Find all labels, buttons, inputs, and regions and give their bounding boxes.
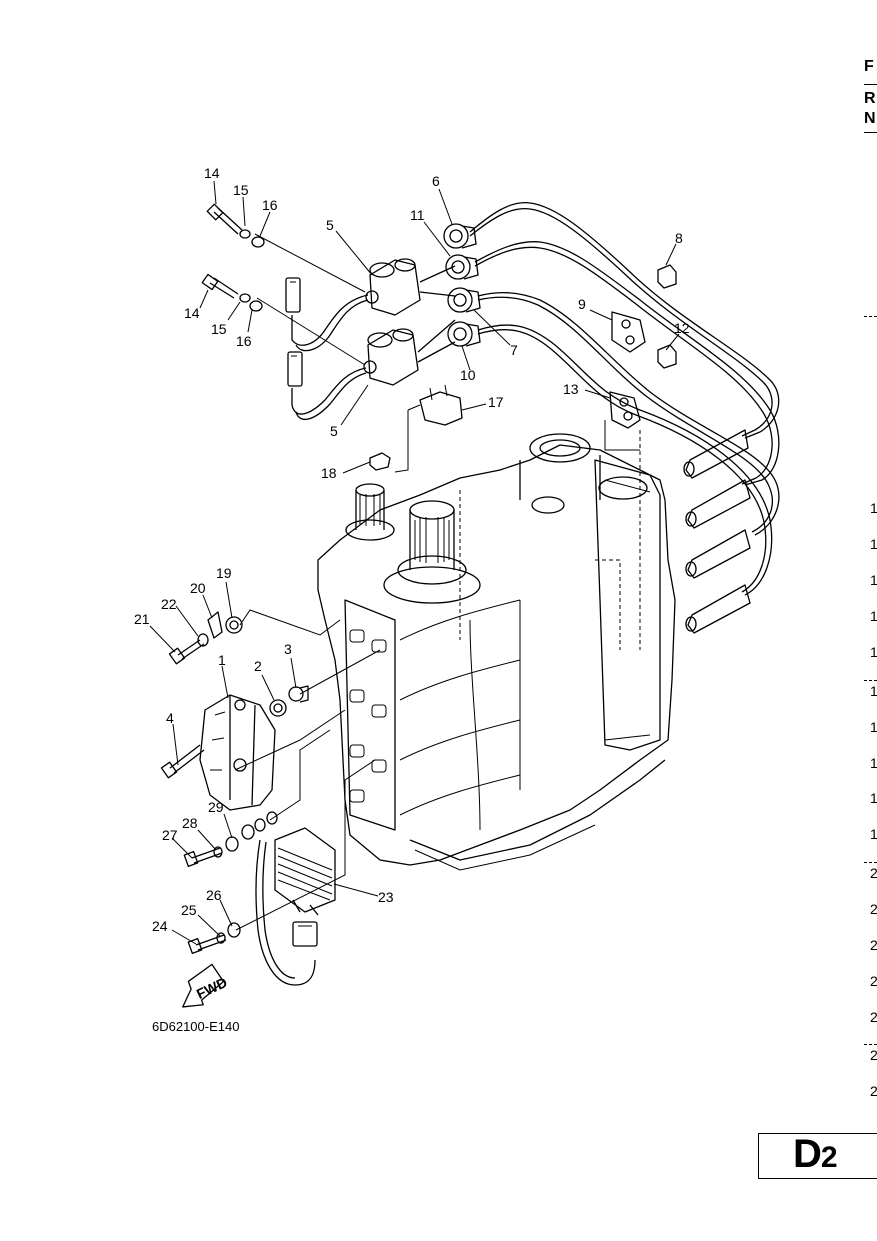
row-ref-digit: 1 bbox=[870, 644, 877, 660]
row-ref-digit: 2 bbox=[870, 865, 877, 881]
engine-block bbox=[317, 420, 676, 871]
row-ref-digit: 1 bbox=[870, 536, 877, 552]
row-ref-digit: 1 bbox=[870, 572, 877, 588]
callout-23: 23 bbox=[378, 889, 394, 905]
section-code-box bbox=[758, 1133, 877, 1179]
callout-9: 9 bbox=[578, 296, 586, 312]
callout-18: 18 bbox=[321, 465, 337, 481]
callout-21: 21 bbox=[134, 611, 150, 627]
callout-28: 28 bbox=[182, 815, 198, 831]
wire-clamps bbox=[609, 264, 677, 429]
column-header-letter: N bbox=[864, 110, 876, 127]
harness-clips bbox=[369, 384, 463, 471]
callout-24: 24 bbox=[152, 918, 168, 934]
row-ref-digit: 1 bbox=[870, 683, 877, 699]
row-ref-digit: 1 bbox=[870, 755, 877, 771]
row-divider bbox=[864, 1044, 877, 1045]
callout-5-lower: 5 bbox=[330, 423, 338, 439]
callout-22: 22 bbox=[161, 596, 177, 612]
row-ref-digit: 1 bbox=[870, 826, 877, 842]
callout-20: 20 bbox=[190, 580, 206, 596]
callout-8: 8 bbox=[675, 230, 683, 246]
row-ref-digit: 1 bbox=[870, 608, 877, 624]
fwd-label: FWD bbox=[194, 974, 230, 1002]
section-letter: D bbox=[793, 1132, 822, 1176]
leader-lines bbox=[149, 180, 680, 945]
row-ref-digit: 2 bbox=[870, 973, 877, 989]
row-ref-digit: 2 bbox=[870, 901, 877, 917]
header-rule bbox=[864, 84, 877, 85]
callout-26: 26 bbox=[206, 887, 222, 903]
callout-6: 6 bbox=[432, 173, 440, 189]
callout-12: 12 bbox=[674, 320, 690, 336]
callout-16-upper: 16 bbox=[262, 197, 278, 213]
callout-13: 13 bbox=[563, 381, 579, 397]
section-number: 2 bbox=[820, 1141, 838, 1174]
callout-10: 10 bbox=[460, 367, 476, 383]
drawing-code: 6D62100-E140 bbox=[152, 1019, 240, 1034]
forward-arrow-icon: FWD bbox=[182, 963, 230, 1008]
row-divider bbox=[864, 680, 877, 681]
row-ref-digit: 2 bbox=[870, 1083, 877, 1099]
row-ref-digit: 2 bbox=[870, 1047, 877, 1063]
callout-19: 19 bbox=[216, 565, 232, 581]
row-ref-digit: 1 bbox=[870, 500, 877, 516]
row-ref-digit: 2 bbox=[870, 937, 877, 953]
cdi-unit bbox=[199, 694, 276, 811]
callout-29: 29 bbox=[208, 799, 224, 815]
callout-25: 25 bbox=[181, 902, 197, 918]
row-divider bbox=[864, 316, 877, 317]
callout-11: 11 bbox=[410, 207, 425, 223]
row-ref-digit: 1 bbox=[870, 719, 877, 735]
section-code: D2 bbox=[793, 1132, 838, 1177]
callout-7: 7 bbox=[510, 342, 518, 358]
spark-plug-leads bbox=[443, 201, 780, 634]
callout-15-upper: 15 bbox=[233, 182, 249, 198]
callout-27: 27 bbox=[162, 827, 178, 843]
row-ref-digit: 2 bbox=[870, 1009, 877, 1025]
ignition-coils bbox=[285, 258, 456, 421]
row-divider bbox=[864, 862, 877, 863]
callout-15-lower: 15 bbox=[211, 321, 227, 337]
callout-4: 4 bbox=[166, 710, 174, 726]
rectifier-regulator bbox=[255, 827, 336, 986]
row-ref-digit: 1 bbox=[870, 790, 877, 806]
column-header-letter: R bbox=[864, 90, 876, 107]
callout-5-upper: 5 bbox=[326, 217, 334, 233]
part-callouts: 1 2 3 4 5 5 6 7 8 9 10 11 12 13 14 14 15… bbox=[134, 165, 690, 934]
callout-14-lower: 14 bbox=[184, 305, 200, 321]
callout-1: 1 bbox=[218, 652, 226, 668]
header-rule bbox=[864, 132, 877, 133]
callout-3: 3 bbox=[284, 641, 292, 657]
callout-14-upper: 14 bbox=[204, 165, 220, 181]
callout-16-lower: 16 bbox=[236, 333, 252, 349]
column-header-letter: F bbox=[864, 58, 874, 75]
callout-2: 2 bbox=[254, 658, 262, 674]
callout-17: 17 bbox=[488, 394, 504, 410]
